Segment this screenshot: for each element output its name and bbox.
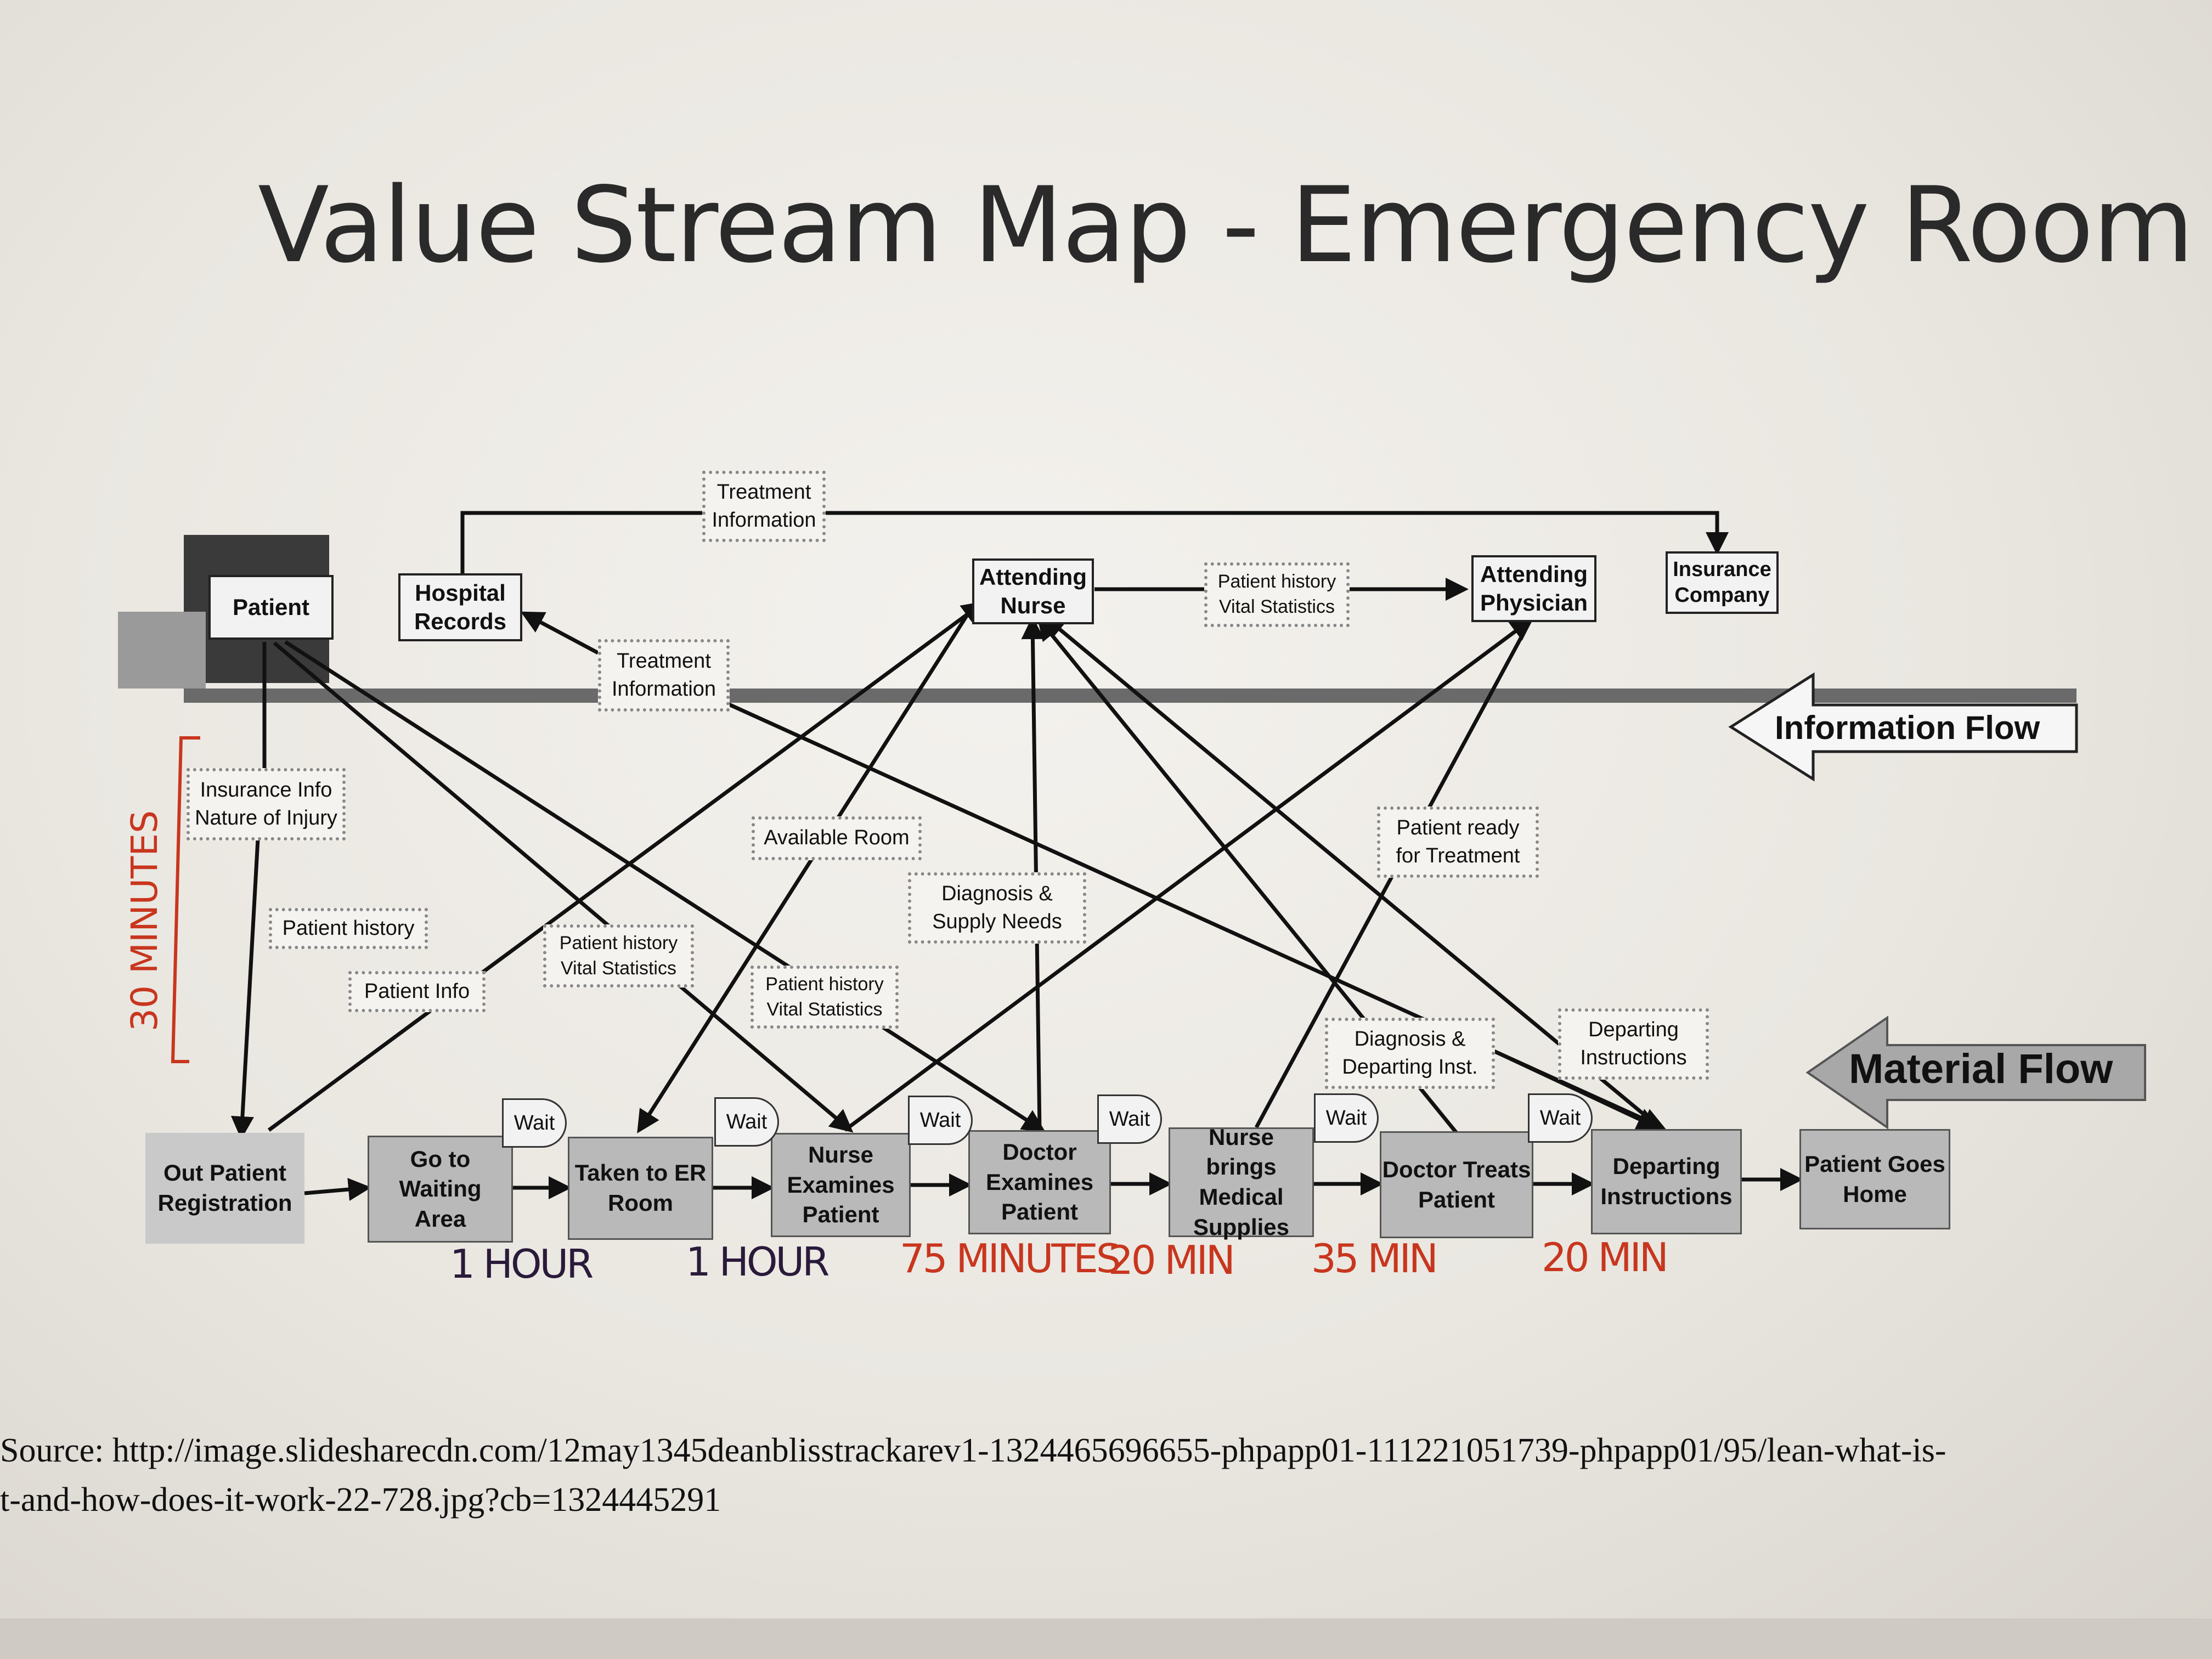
process-doctor-examines-patient: Doctor Examines Patient [968, 1130, 1111, 1234]
label-history-vitals-2: Patient history Vital Statistics [751, 966, 899, 1029]
information-flow-label: Information Flow [1775, 709, 2040, 746]
line-patient-to-doctor-exam [284, 640, 1046, 1132]
wait-icon: Wait [1528, 1093, 1593, 1143]
paper-background [0, 0, 2212, 1618]
process-departing-instructions: Departing Instructions [1591, 1129, 1742, 1234]
patient-box: Patient [208, 575, 334, 640]
label-departing-instructions: Departing Instructions [1558, 1008, 1709, 1080]
line-nurse-to-er-room [637, 608, 973, 1133]
line-patient-to-nurse-exam [273, 641, 854, 1133]
label-history-vitals-1: Patient history Vital Statistics [543, 924, 694, 988]
material-flow-label: Material Flow [1849, 1046, 2113, 1092]
page-title: Value Stream Map - Emergency Room [258, 165, 2194, 286]
label-diagnosis-supply: Diagnosis & Supply Needs [908, 872, 1086, 944]
label-patient-history: Patient history [269, 908, 428, 949]
line-registration-to-nurse [267, 601, 985, 1132]
handwritten-registration-time: 30 MINUTES [123, 810, 166, 1031]
label-treatment-info-top: Treatment Information [702, 471, 826, 542]
process-patient-goes-home: Patient Goes Home [1799, 1129, 1950, 1229]
handwritten-time-3: 75 MINUTES [900, 1235, 1121, 1282]
wait-icon: Wait [1314, 1093, 1379, 1143]
process-out-patient-registration: Out Patient Registration [145, 1133, 304, 1244]
handwritten-time-5: 35 MIN [1311, 1235, 1438, 1282]
handwritten-time-2: 1 HOUR [686, 1239, 830, 1285]
attending-physician-box: Attending Physician [1471, 555, 1596, 622]
material-flow-arrow [1805, 1015, 2146, 1130]
hospital-records-box: Hospital Records [398, 573, 522, 641]
label-available-room: Available Room [752, 816, 922, 860]
information-bar [184, 689, 2076, 703]
handwritten-time-6: 20 MIN [1542, 1234, 1669, 1280]
attending-nurse-box: Attending Nurse [972, 558, 1094, 624]
wait-icon: Wait [714, 1097, 779, 1147]
label-nurse-to-physician: Patient history Vital Statistics [1204, 562, 1350, 627]
line-records-to-insurance [460, 511, 1729, 573]
line-treatment-to-records [520, 611, 599, 655]
handwritten-bracket [171, 736, 200, 1063]
process-nurse-brings-medical-supplies: Nurse brings Medical Supplies [1169, 1124, 1314, 1240]
label-patient-ready: Patient ready for Treatment [1377, 806, 1539, 878]
label-diagnosis-departing: Diagnosis & Departing Inst. [1325, 1018, 1495, 1089]
process-go-to-waiting-area: Go to Waiting Area [368, 1136, 513, 1243]
line-nurse-exam-to-physician [843, 617, 1534, 1132]
wait-icon: Wait [1097, 1094, 1162, 1144]
process-taken-to-er-room: Taken to ER Room [568, 1137, 713, 1240]
line-insurance-to-registration [230, 839, 260, 1139]
wait-icon: Wait [502, 1098, 567, 1148]
wait-icon: Wait [908, 1096, 973, 1145]
push-arrow-1 [304, 1178, 371, 1201]
label-insurance-nature: Insurance Info Nature of Injury [187, 768, 346, 840]
line-departing-to-nurse [1042, 614, 1661, 1129]
label-patient-info: Patient Info [348, 971, 486, 1012]
patient-decoration-light [118, 612, 206, 689]
line-diagnosis-to-departing [1480, 1043, 1661, 1130]
process-nurse-examines-patient: Nurse Examines Patient [771, 1133, 911, 1237]
process-doctor-treats-patient: Doctor Treats Patient [1380, 1131, 1533, 1238]
information-flow-arrow [1728, 672, 2078, 782]
insurance-company-box: Insurance Company [1666, 551, 1779, 614]
handwritten-time-4: 20 MIN [1108, 1237, 1235, 1283]
source-citation: Source: http://image.slidesharecdn.com/1… [0, 1432, 1946, 1519]
label-treatment-info-mid: Treatment Information [598, 639, 730, 712]
handwritten-time-1: 1 HOUR [450, 1241, 594, 1287]
